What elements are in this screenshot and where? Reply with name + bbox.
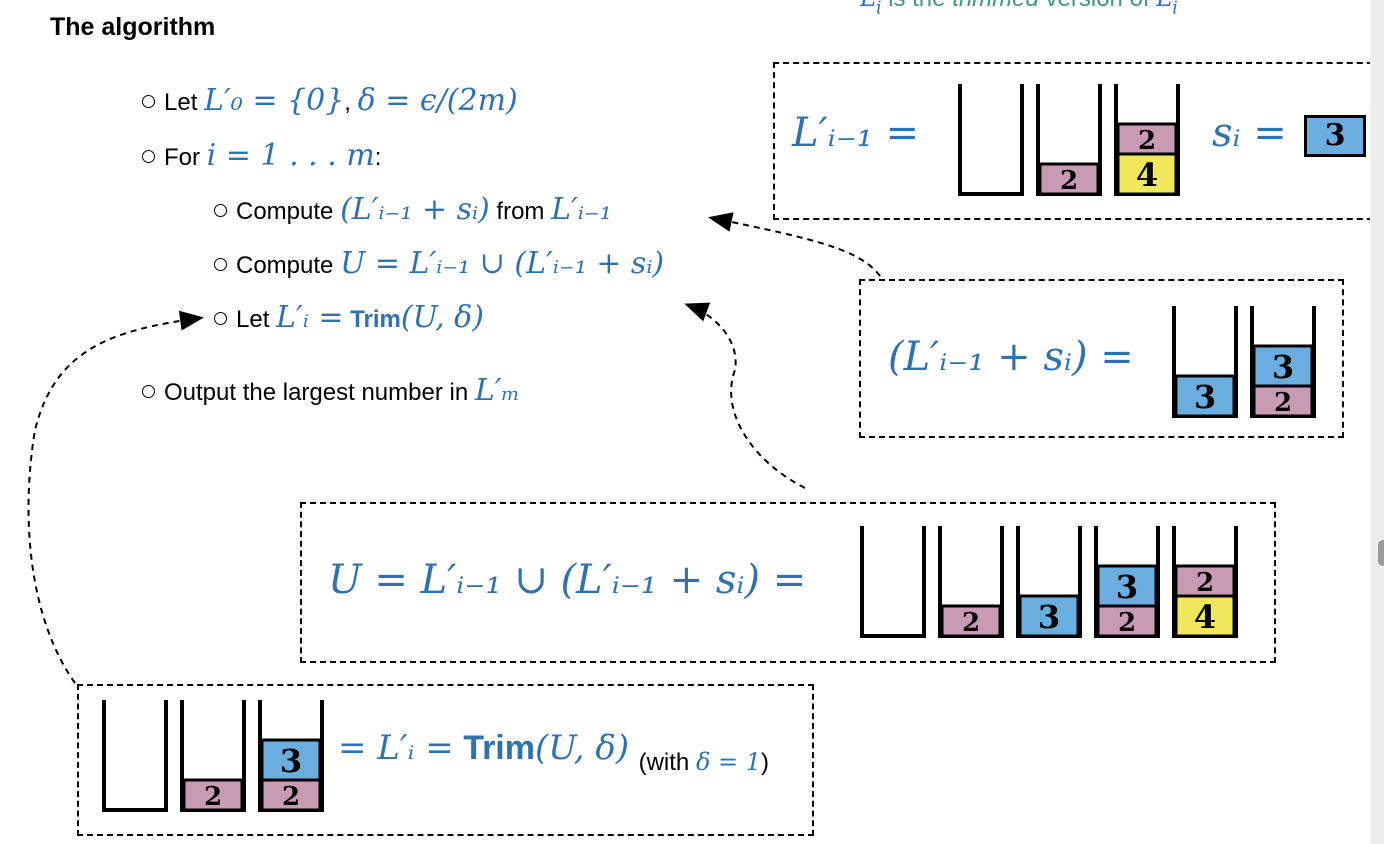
box-shifted-list	[859, 279, 1344, 438]
plus-block-label: 3	[1272, 348, 1294, 386]
delta-note: (with δ = 1)	[638, 747, 770, 776]
prev-block-label: 2	[1060, 166, 1078, 196]
trim-block-label: 2	[204, 782, 222, 812]
si-value-block: 3	[1304, 115, 1366, 157]
step-trim: Let L′ᵢ = Trim(U, δ)	[214, 300, 484, 335]
box-previous-list	[773, 62, 1384, 220]
plus-block	[1174, 374, 1236, 418]
trim-equation: = L′ᵢ = Trim(U, δ) (with δ = 1)	[338, 728, 770, 776]
union-block	[940, 604, 1002, 638]
trim-block	[182, 778, 244, 812]
union-block-label: 2	[1196, 568, 1214, 598]
arrow-union-to-compute	[684, 302, 806, 489]
union-block-label: 4	[1194, 598, 1216, 636]
union-list-label: U = L′ᵢ₋₁ ∪ (L′ᵢ₋₁ + sᵢ) =	[328, 557, 807, 603]
prev-block	[1038, 162, 1100, 196]
step-compute-plus: Compute (L′ᵢ₋₁ + sᵢ) from L′ᵢ₋₁	[214, 192, 612, 227]
union-block	[1096, 564, 1158, 608]
union-block-label: 3	[1038, 598, 1060, 636]
trim-block	[260, 738, 322, 782]
prev-block	[1116, 152, 1178, 196]
union-block	[1174, 564, 1236, 598]
trim-bin	[102, 700, 168, 812]
bullet-icon	[142, 150, 155, 163]
union-bin	[860, 526, 926, 638]
shifted-list-label: (L′ᵢ₋₁ + sᵢ) =	[888, 334, 1134, 380]
prev-list-label: L′ᵢ₋₁ =	[792, 110, 920, 156]
plus-block	[1252, 344, 1314, 388]
bullet-icon	[214, 312, 227, 325]
prev-block-label: 4	[1136, 156, 1158, 194]
prev-block	[1116, 122, 1178, 156]
union-block	[1174, 594, 1236, 638]
box-trimmed-list	[77, 684, 814, 836]
trim-block-label: 2	[282, 782, 300, 812]
prev-block-label: 2	[1138, 126, 1156, 156]
step-output: Output the largest number in L′ₘ	[142, 373, 520, 408]
trim-block-label: 3	[280, 742, 302, 780]
box-union-list	[300, 502, 1276, 663]
step-init: Let L′₀ = {0}, δ = ϵ/(2m)	[142, 83, 518, 118]
plus-block-label: 3	[1194, 378, 1216, 416]
union-block-label: 2	[962, 608, 980, 638]
step-compute-union: Compute U = L′ᵢ₋₁ ∪ (L′ᵢ₋₁ + sᵢ)	[214, 246, 664, 281]
bullet-icon	[142, 95, 155, 108]
step-loop: For i = 1 . . . m:	[142, 138, 381, 173]
bullet-icon	[214, 258, 227, 271]
union-block-label: 3	[1116, 568, 1138, 606]
section-title: The algorithm	[50, 13, 216, 41]
plus-block-label: 2	[1274, 388, 1292, 418]
bullet-icon	[214, 204, 227, 217]
trimmed-note: Li is the trimmed version of Li	[860, 0, 1178, 19]
arrow-trim-to-let	[27, 310, 204, 684]
scrollbar-thumb[interactable]	[1378, 540, 1384, 566]
arrow-prev-to-plus	[708, 212, 881, 277]
union-block-label: 2	[1118, 608, 1136, 638]
bullet-icon	[142, 385, 155, 398]
scrollbar[interactable]	[1370, 0, 1384, 844]
si-label: sᵢ =	[1212, 110, 1287, 156]
prev-bin	[958, 84, 1024, 196]
union-block	[1018, 594, 1080, 638]
